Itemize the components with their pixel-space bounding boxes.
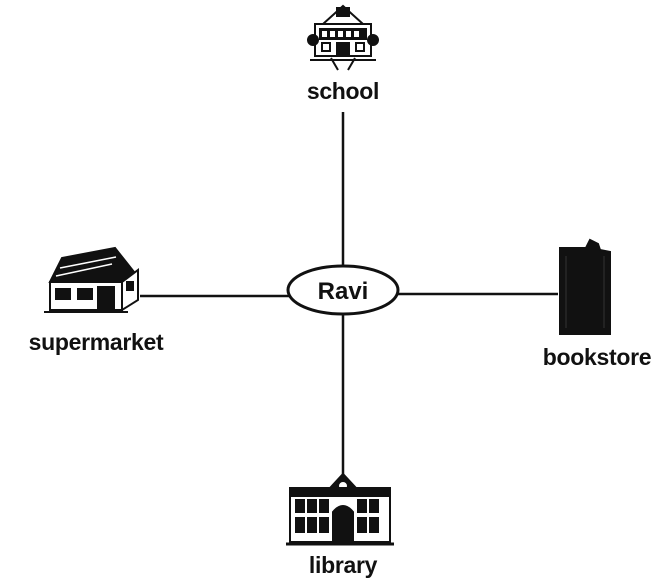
center-node-ravi: Ravi	[286, 264, 400, 316]
node-supermarket: supermarket	[29, 246, 164, 355]
house-store-icon	[44, 246, 139, 313]
node-school: school	[307, 4, 379, 104]
supermarket-label: supermarket	[29, 329, 164, 355]
center-label: Ravi	[318, 278, 369, 305]
library-label: library	[309, 552, 378, 578]
bookstore-label: bookstore	[543, 344, 651, 370]
node-library: library	[286, 472, 394, 578]
school-label: school	[307, 78, 379, 104]
school-building-icon	[307, 4, 379, 71]
center-ellipse	[286, 264, 400, 316]
node-bookstore: bookstore	[543, 238, 652, 370]
tall-building-icon	[559, 238, 611, 335]
library-building-icon	[286, 472, 394, 546]
